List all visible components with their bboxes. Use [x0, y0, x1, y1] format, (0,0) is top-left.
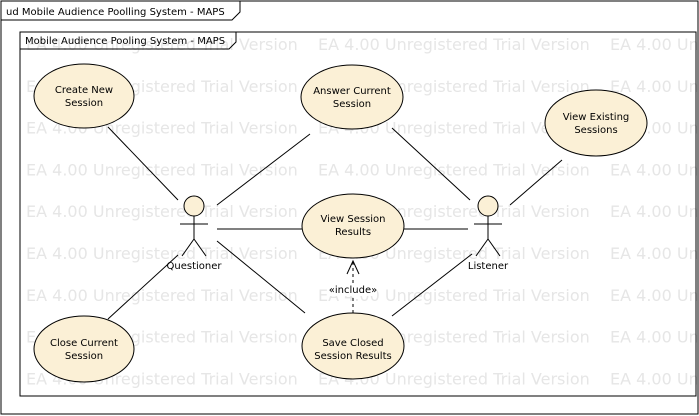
use-case-ellipse [33, 63, 135, 129]
use-case-label-line2: Session Results [314, 351, 391, 362]
include-dependency: «include» [327, 259, 377, 313]
use-case-label-line1: Answer Current [313, 86, 391, 97]
actor-listener[interactable]: Listener [468, 195, 509, 272]
actor-label: Questioner [167, 261, 223, 272]
watermark-text: EA 4.00 Unregistered Trial Version [610, 77, 699, 96]
use-case-view-existing-sessions[interactable]: View Existing Sessions [544, 89, 648, 157]
use-case-label-line1: Save Closed [322, 338, 383, 349]
actor-left-leg [475, 238, 489, 257]
use-case-label-line1: View Existing [563, 112, 630, 123]
watermark-text: EA 4.00 Unregistered Trial Version [26, 286, 298, 305]
frame-title-tab [1, 1, 241, 21]
use-case-save-closed-session-results[interactable]: Save Closed Session Results [301, 312, 405, 380]
assoc-questioner-create-session [107, 126, 179, 201]
watermark-text: EA 4.00 Unregistered Trial Version [610, 244, 699, 263]
use-case-label-line1: View Session [320, 214, 385, 225]
actor-right-leg [193, 238, 207, 257]
include-arrowhead [346, 259, 360, 275]
use-case-label-line2: Session [333, 99, 371, 110]
watermark-text: EA 4.00 Unregistered Trial Version [26, 244, 298, 263]
watermark-text: EA 4.00 Unregistered Trial Version [318, 119, 590, 138]
associations [107, 126, 563, 320]
assoc-listener-save-results [391, 253, 473, 317]
watermark-text: EA 4.00 Unregistered Trial Version [610, 328, 699, 347]
diagram-title: ud Mobile Audience Poolling System - MAP… [6, 7, 225, 18]
use-case-close-current-session[interactable]: Close Current Session [33, 315, 135, 383]
watermark-text: EA 4.00 Unregistered Trial Version [610, 160, 699, 179]
include-label-bg [327, 284, 377, 296]
assoc-listener-view-existing [509, 159, 563, 206]
watermark-text: EA 4.00 Unregistered Trial Version [610, 35, 699, 54]
actor-questioner[interactable]: Questioner [167, 195, 223, 272]
boundary-border [19, 31, 697, 397]
system-boundary: Mobile Audience Pooling System - MAPS [19, 31, 697, 397]
use-case-ellipse [300, 64, 404, 130]
actor-left-leg [181, 238, 195, 257]
watermark-text: EA 4.00 Unregistered Trial Version [318, 369, 590, 388]
actor-head [183, 195, 205, 217]
assoc-questioner-save-results [216, 240, 306, 314]
watermark-text: EA 4.00 Unregistered Trial Version [318, 286, 590, 305]
use-case-ellipse [33, 315, 135, 383]
watermark-text: EA 4.00 Unregistered Trial Version [610, 286, 699, 305]
use-case-answer-current-session[interactable]: Answer Current Session [300, 64, 404, 130]
use-case-label-line2: Results [335, 227, 371, 238]
watermark-text: EA 4.00 Unregistered Trial Version [610, 202, 699, 221]
assoc-questioner-close-session [107, 254, 179, 320]
use-case-label-line2: Sessions [574, 125, 617, 136]
actor-right-leg [487, 238, 501, 257]
use-case-label-line1: Close Current [50, 338, 118, 349]
use-case-ellipse [544, 89, 648, 157]
use-case-label-line2: Session [65, 351, 103, 362]
boundary-label: Mobile Audience Pooling System - MAPS [25, 36, 225, 47]
actor-head [477, 195, 499, 217]
assoc-questioner-answer-session [216, 133, 311, 206]
assoc-listener-answer-session [391, 127, 471, 201]
watermark-text: EA 4.00 Unregistered Trial Version [318, 160, 590, 179]
use-case-label-line2: Session [65, 98, 103, 109]
watermark-text: EA 4.00 Unregistered Trial Version [610, 369, 699, 388]
watermark-text: EA 4.00 Unregistered Trial Version [26, 202, 298, 221]
use-case-view-session-results[interactable]: View Session Results [301, 193, 405, 259]
use-case-create-new-session[interactable]: Create New Session [33, 63, 135, 129]
use-case-label-line1: Create New [55, 85, 113, 96]
watermark-text: EA 4.00 Unregistered Trial Version [318, 35, 590, 54]
watermark-text: EA 4.00 Unregistered Trial Version [26, 160, 298, 179]
use-case-ellipse [301, 312, 405, 380]
boundary-title-tab [20, 32, 237, 50]
include-label: «include» [329, 285, 377, 296]
use-case-ellipse [301, 193, 405, 259]
actor-label: Listener [468, 261, 509, 272]
